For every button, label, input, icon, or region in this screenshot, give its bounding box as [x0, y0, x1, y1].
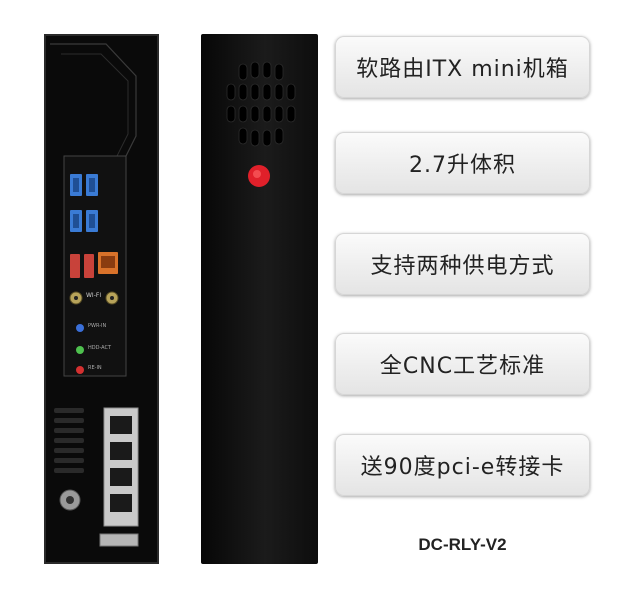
feature-box-mini-itx: 软路由ITX mini机箱: [335, 36, 590, 98]
feature-text: 送90度pci-e转接卡: [360, 455, 565, 480]
feature-box-volume: 2.7升体积: [335, 132, 590, 194]
feature-text: 2.7升体积: [409, 153, 516, 178]
rear-panel-drawing: [50, 43, 139, 547]
case-rear-panel: WI-FI PWR-IN HDD-ACT RE-IN: [44, 34, 159, 564]
feature-text: 软路由ITX mini机箱: [356, 57, 569, 82]
feature-box-cnc: 全CNC工艺标准: [335, 333, 590, 395]
feature-text: 支持两种供电方式: [370, 254, 555, 279]
hdd-led-label: HDD-ACT: [88, 345, 112, 351]
antenna-connector-group: [69, 291, 119, 305]
model-number: DC-RLY-V2: [418, 535, 507, 554]
reset-label: RE-IN: [88, 365, 102, 371]
wifi-label: WI-FI: [86, 292, 102, 299]
side-panel-drawing: [226, 61, 296, 187]
lan-port-group: [110, 416, 132, 512]
usb3-port-group: [70, 174, 98, 232]
rear-vent-grille: [54, 408, 84, 473]
feature-text: 全CNC工艺标准: [379, 354, 546, 379]
fan-vent-grille: [226, 61, 296, 147]
feature-box-pcie-adapter: 送90度pci-e转接卡: [335, 434, 590, 496]
feature-box-power-supply: 支持两种供电方式: [335, 233, 590, 295]
case-side-panel: [201, 34, 318, 564]
power-led-label: PWR-IN: [88, 323, 107, 329]
